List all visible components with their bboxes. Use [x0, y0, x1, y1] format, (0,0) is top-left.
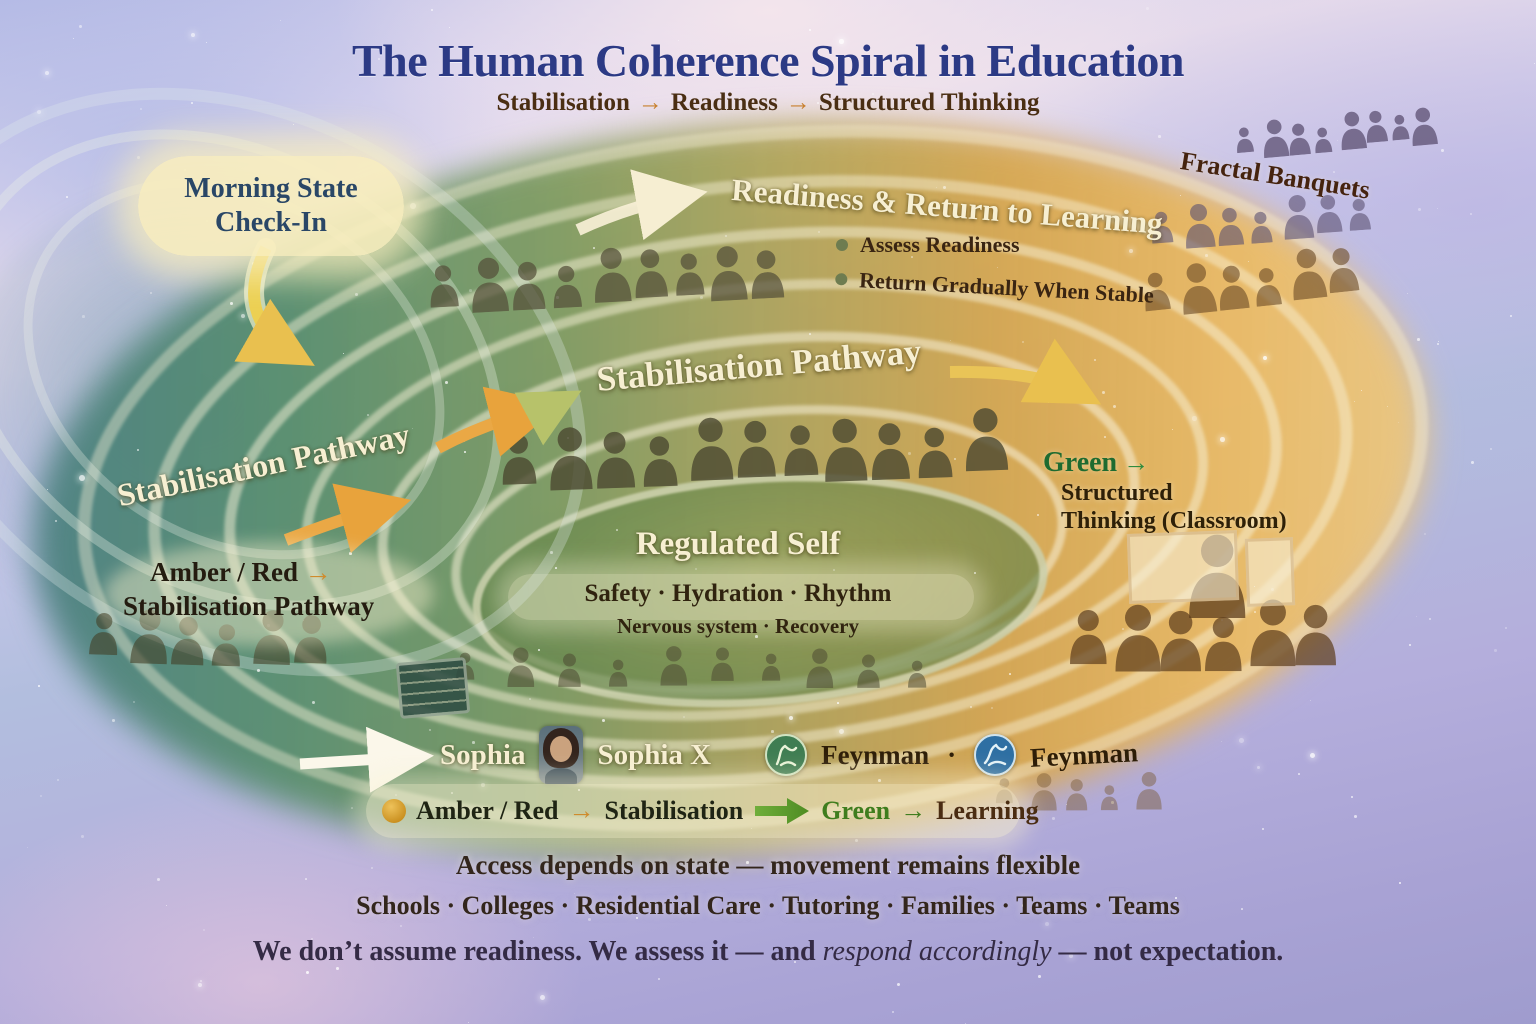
- green-gate-line-2: Thinking (Classroom): [1061, 507, 1287, 535]
- flow-green-target: Learning: [936, 796, 1039, 826]
- bullet-text: Assess Readiness: [860, 232, 1020, 258]
- flow-green-label: Green: [821, 796, 890, 826]
- tagline: We don’t assume readiness. We assess it …: [0, 936, 1536, 968]
- green-gate-head: Green →: [1043, 451, 1149, 477]
- contexts-list: Schools · Colleges · Residential Care · …: [0, 891, 1536, 921]
- sophia-avatar: [539, 726, 583, 784]
- sophia-x-label: Sophia X: [597, 739, 711, 772]
- morning-state-check-in-label: Morning State Check-In: [138, 156, 404, 256]
- green-gate-label: Green → Structured Thinking (Classroom): [1043, 446, 1287, 536]
- legend-separator: ·: [943, 740, 960, 771]
- flow-legend-row: Amber / Red → Stabilisation Green → Lear…: [382, 790, 1039, 832]
- subtitle-step-2: Readiness: [671, 89, 778, 116]
- morning-line-2: Check-In: [215, 206, 327, 240]
- regulated-self-line-1: Safety · Hydration · Rhythm: [0, 580, 1476, 608]
- arrow-right-icon: →: [630, 89, 671, 116]
- amber-status-dot-icon: [382, 799, 406, 823]
- subtitle: Stabilisation→Readiness→Structured Think…: [0, 89, 1536, 117]
- feynman-figure-badge-green-icon: [765, 734, 807, 776]
- bullet-dot-icon: [836, 239, 848, 251]
- regulated-self-line-2: Nervous system · Recovery: [0, 614, 1476, 639]
- chalkboard-icon: [396, 657, 471, 719]
- flow-amber-label: Amber / Red: [416, 796, 559, 826]
- feynman-label-2: Feynman: [1029, 737, 1138, 774]
- feynman-label-1: Feynman: [821, 740, 929, 771]
- arrow-right-icon: →: [1123, 448, 1149, 477]
- subtitle-step-1: Stabilisation: [496, 89, 629, 116]
- page-title: The Human Coherence Spiral in Education: [0, 34, 1536, 87]
- access-statement: Access depends on state — movement remai…: [0, 850, 1536, 881]
- green-gate-text: Green: [1043, 447, 1117, 478]
- platform-legend-row: Sophia Sophia X Feynman · Feynman: [440, 724, 1138, 786]
- tagline-italic: respond accordingly: [823, 936, 1052, 967]
- green-block-arrow-icon: [753, 796, 811, 826]
- green-gate-line-1: Structured: [1061, 479, 1287, 507]
- flow-amber-target: Stabilisation: [605, 796, 744, 826]
- bullet-dot-icon: [835, 273, 848, 286]
- arrow-right-icon: →: [900, 796, 926, 826]
- subtitle-step-3: Structured Thinking: [819, 89, 1040, 116]
- arrow-right-icon: →: [569, 796, 595, 826]
- avatar-body: [545, 768, 577, 784]
- tagline-post: — not expectation.: [1052, 936, 1284, 967]
- readiness-bullet-1: Assess Readiness: [836, 232, 1020, 258]
- sophia-label: Sophia: [440, 739, 525, 772]
- morning-line-1: Morning State: [184, 172, 357, 206]
- feynman-figure-badge-blue-icon: [974, 734, 1016, 776]
- arrow-right-icon: →: [778, 89, 819, 116]
- tagline-pre: We don’t assume readiness. We assess it …: [253, 936, 823, 967]
